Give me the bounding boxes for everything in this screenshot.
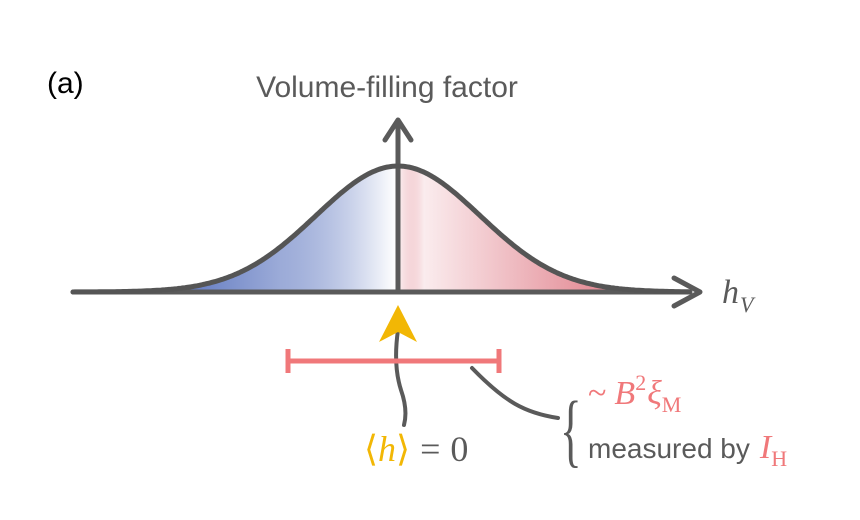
mean-symbol: h: [378, 429, 396, 469]
width-scaling-formula: ~B2ξM: [588, 370, 681, 417]
x-axis-subscript: V: [740, 292, 756, 317]
formula-subscript: M: [662, 392, 682, 417]
annotation-leader-line: [470, 366, 560, 420]
mean-label: ⟨h⟩=0: [364, 429, 468, 469]
annotation-brace: {: [560, 385, 582, 475]
mean-right-bracket: ⟩: [396, 429, 410, 469]
distribution-curve: [70, 163, 692, 295]
formula-tilde: ~: [588, 375, 606, 412]
mean-left-bracket: ⟨: [364, 429, 378, 469]
x-axis-label: hV: [722, 274, 756, 317]
panel-label: (a): [47, 67, 84, 100]
measured-by-text: measured by: [588, 433, 750, 464]
formula-B: B: [614, 375, 635, 412]
measured-by-label: measured by IH: [588, 429, 787, 471]
distribution-fill: [73, 166, 690, 292]
x-axis-arrowhead: [671, 275, 703, 309]
mean-arrow-icon: [379, 305, 417, 342]
x-axis-symbol: h: [722, 274, 739, 311]
diagram-title: Volume-filling factor: [256, 71, 518, 104]
mean-value: 0: [450, 429, 468, 469]
formula-exponent: 2: [635, 370, 646, 395]
mean-equals: =: [420, 429, 440, 469]
y-axis-arrowhead: [382, 117, 414, 143]
measured-by-subscript: H: [771, 446, 787, 471]
formula-xi: ξ: [647, 375, 662, 412]
mean-marker-stem: [394, 328, 408, 427]
measured-by-symbol: I: [759, 429, 773, 466]
